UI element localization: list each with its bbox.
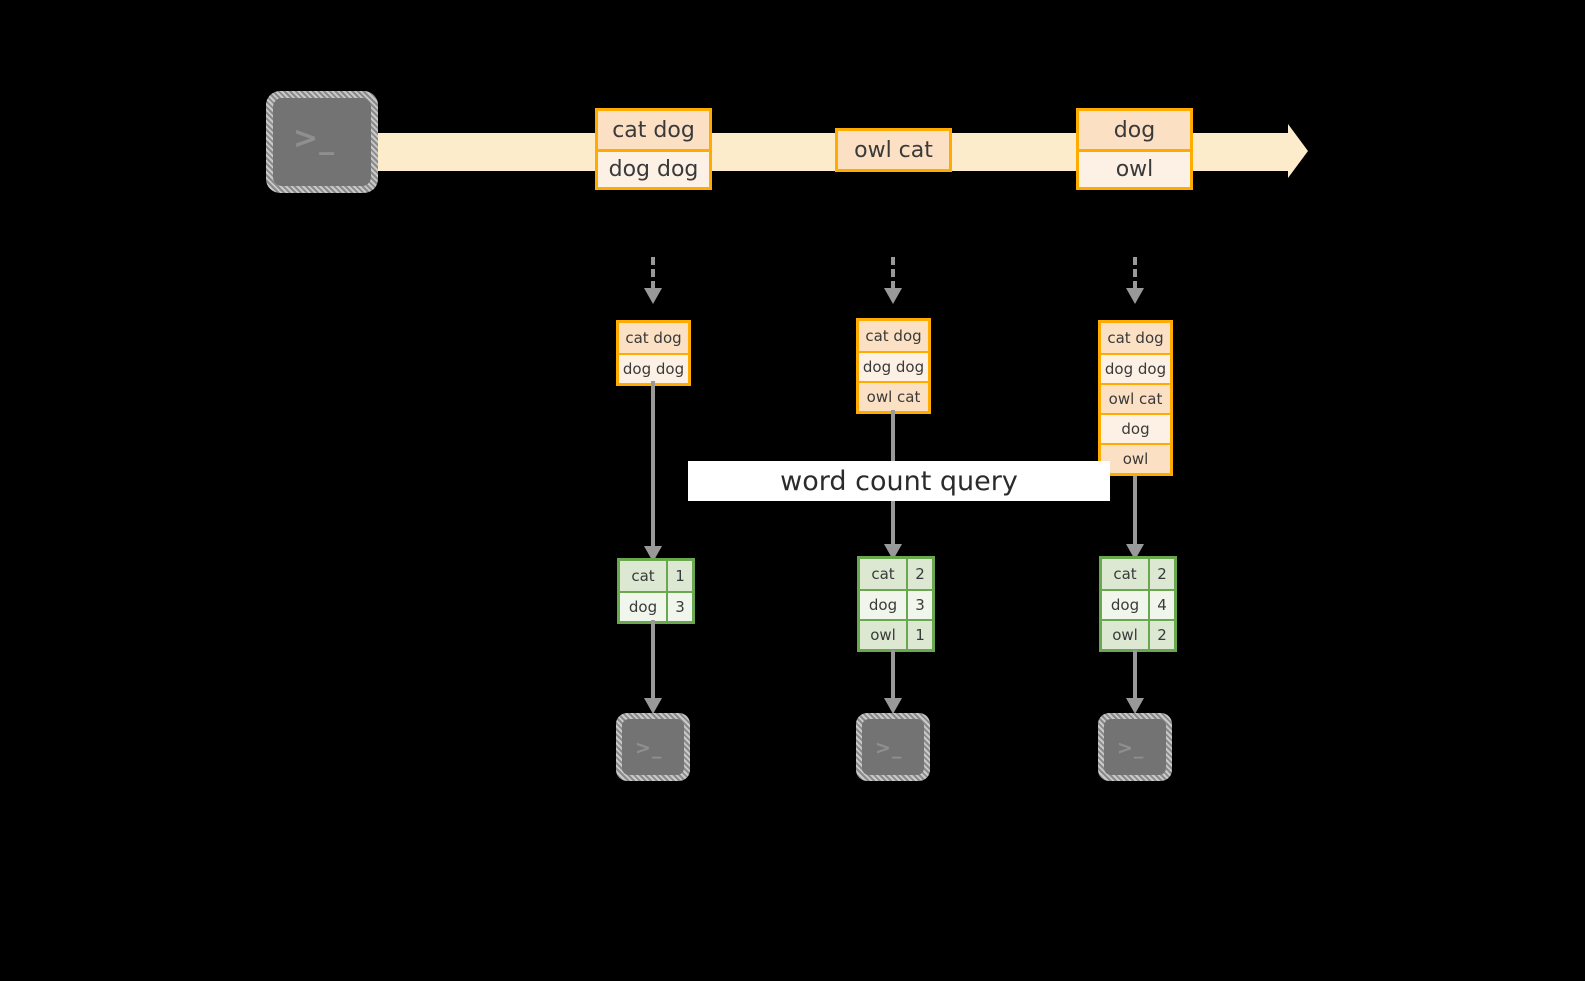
- result-count: 3: [906, 591, 932, 619]
- stream-record-line: dog dog: [598, 149, 709, 187]
- snapshot-3-input-line: dog dog: [1101, 353, 1170, 383]
- table-row: dog 3: [860, 589, 932, 619]
- snapshot-3-input-line: cat dog: [1101, 323, 1170, 353]
- result-word: owl: [860, 621, 906, 649]
- snapshot-3-sink-line: [1133, 650, 1137, 698]
- result-word: dog: [860, 591, 906, 619]
- snapshot-2-input-box[interactable]: cat dog dog dog owl cat: [856, 318, 931, 414]
- stream-record-2[interactable]: owl cat: [835, 128, 952, 172]
- stream-record-3[interactable]: dog owl: [1076, 108, 1193, 190]
- snapshot-1-sink-terminal-icon[interactable]: >_: [616, 713, 690, 781]
- result-count: 2: [906, 559, 932, 589]
- terminal-prompt-glyph: >_: [1117, 737, 1145, 759]
- table-row: owl 1: [860, 619, 932, 649]
- table-row: cat 2: [1102, 559, 1174, 589]
- sink-terminal-screen: >_: [862, 719, 924, 775]
- result-word: cat: [860, 559, 906, 589]
- result-word: cat: [620, 561, 666, 591]
- snapshot-3-input-line: owl cat: [1101, 383, 1170, 413]
- snapshot-1-input-line: cat dog: [619, 323, 688, 353]
- snapshot-2-sink-terminal-icon[interactable]: >_: [856, 713, 930, 781]
- result-count: 1: [906, 621, 932, 649]
- sink-terminal-screen: >_: [622, 719, 684, 775]
- result-word: dog: [620, 593, 666, 621]
- result-count: 4: [1148, 591, 1174, 619]
- snapshot-1-input-box[interactable]: cat dog dog dog: [616, 320, 691, 386]
- stream-record-line: owl: [1079, 149, 1190, 187]
- table-row: dog 4: [1102, 589, 1174, 619]
- snapshot-1-query-line: [651, 381, 655, 546]
- snapshot-3-sink-arrowhead: [1126, 698, 1144, 714]
- sink-terminal-screen: >_: [1104, 719, 1166, 775]
- table-row: dog 3: [620, 591, 692, 621]
- source-terminal-icon[interactable]: >_: [266, 91, 378, 193]
- snapshot-1-result-table[interactable]: cat 1 dog 3: [617, 558, 695, 624]
- terminal-prompt-glyph: >_: [635, 737, 663, 759]
- table-row: cat 2: [860, 559, 932, 589]
- table-row: owl 2: [1102, 619, 1174, 649]
- snapshot-1-feed-line: [651, 257, 655, 289]
- snapshot-3-sink-terminal-icon[interactable]: >_: [1098, 713, 1172, 781]
- snapshot-3-input-line: owl: [1101, 443, 1170, 473]
- snapshot-2-sink-arrowhead: [884, 698, 902, 714]
- result-count: 1: [666, 561, 692, 591]
- snapshot-1-feed-arrowhead: [644, 288, 662, 304]
- stream-record-line: cat dog: [598, 111, 709, 149]
- snapshot-3-input-box[interactable]: cat dog dog dog owl cat dog owl: [1098, 320, 1173, 476]
- snapshot-2-input-line: cat dog: [859, 321, 928, 351]
- snapshot-3-result-table[interactable]: cat 2 dog 4 owl 2: [1099, 556, 1177, 652]
- snapshot-3-feed-line: [1133, 257, 1137, 289]
- stream-record-line: dog: [1079, 111, 1190, 149]
- snapshot-2-input-line: dog dog: [859, 351, 928, 381]
- snapshot-3-feed-arrowhead: [1126, 288, 1144, 304]
- snapshot-2-feed-arrowhead: [884, 288, 902, 304]
- snapshot-2-sink-line: [891, 650, 895, 698]
- result-count: 2: [1148, 559, 1174, 589]
- result-word: owl: [1102, 621, 1148, 649]
- snapshot-3-query-line: [1133, 476, 1137, 544]
- snapshot-1-sink-line: [651, 620, 655, 698]
- snapshot-2-result-table[interactable]: cat 2 dog 3 owl 1: [857, 556, 935, 652]
- query-banner-label: word count query: [780, 465, 1018, 497]
- stream-record-line: owl cat: [838, 131, 949, 169]
- snapshot-3-input-line: dog: [1101, 413, 1170, 443]
- source-terminal-screen: >_: [273, 98, 371, 186]
- terminal-prompt-glyph: >_: [293, 121, 336, 156]
- snapshot-2-feed-line: [891, 257, 895, 289]
- table-row: cat 1: [620, 561, 692, 591]
- snapshot-1-input-line: dog dog: [619, 353, 688, 383]
- query-banner: word count query: [688, 461, 1110, 501]
- result-word: cat: [1102, 559, 1148, 589]
- stream-record-1[interactable]: cat dog dog dog: [595, 108, 712, 190]
- snapshot-2-input-line: owl cat: [859, 381, 928, 411]
- result-count: 3: [666, 593, 692, 621]
- result-word: dog: [1102, 591, 1148, 619]
- terminal-prompt-glyph: >_: [875, 737, 903, 759]
- snapshot-1-sink-arrowhead: [644, 698, 662, 714]
- stream-band-arrowhead: [1288, 124, 1308, 178]
- result-count: 2: [1148, 621, 1174, 649]
